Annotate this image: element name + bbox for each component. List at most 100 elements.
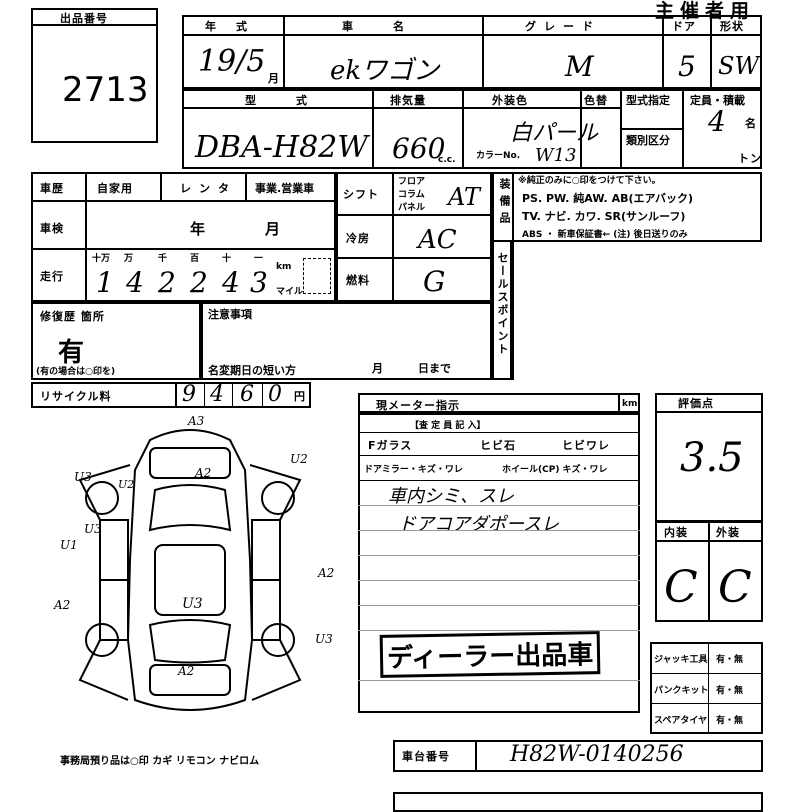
- remark-1: 車内シミ、スレ: [388, 486, 514, 507]
- inspector-box: [358, 413, 640, 713]
- recycle-unit: 円: [294, 390, 306, 403]
- notes-day: 日まで: [418, 362, 451, 375]
- shift-column: コラム: [398, 190, 425, 200]
- colorcode-label: 色替: [584, 94, 608, 107]
- row1-box: [182, 15, 762, 89]
- diagram-mark-8: U3: [182, 596, 203, 612]
- kit-value-0: 有・無: [716, 655, 744, 665]
- lot-box: [31, 8, 158, 143]
- sales-point-box: [492, 240, 512, 380]
- chassis-label: 車台番号: [402, 750, 450, 763]
- class-label: 類別区分: [626, 134, 670, 147]
- recycle-digit-2: 6: [240, 382, 254, 407]
- sales-point-label: セールスポイント: [496, 252, 509, 356]
- diagram-mark-9: A2: [54, 598, 71, 612]
- inspector-label: 【査 定 員 記 入】: [410, 421, 486, 431]
- diagram-mark-10: U3: [315, 632, 333, 646]
- mileage-digit-label-2: 千: [158, 254, 168, 264]
- kit-label-1: パンクキット: [654, 686, 709, 696]
- remark-2: ドアコアダポースレ: [398, 514, 560, 535]
- glass-b: ヒビワレ: [562, 439, 610, 452]
- model-label: 型式: [245, 94, 347, 107]
- nenshiki-label: 年式: [205, 20, 267, 33]
- dealer-stamp: ディーラー出品車: [379, 631, 601, 678]
- exterior-value: 白パール: [510, 121, 599, 146]
- history-business: 事業.営業車: [255, 182, 315, 195]
- interior-value: C: [664, 562, 698, 613]
- mileage-digit-label-1: 万: [124, 254, 134, 264]
- history-own: 自家用: [97, 182, 133, 195]
- mileage-digit-1: 4: [126, 266, 144, 299]
- equipment-label: 装備品: [498, 178, 511, 229]
- mileage-digit-5: 3: [250, 266, 268, 299]
- rename-label: 名変期日の短い方: [208, 364, 296, 377]
- meter-label: 現メーター指示: [376, 399, 460, 412]
- mileage-label: 走行: [40, 270, 64, 283]
- diagram-mark-1: A2: [195, 466, 212, 480]
- history-rental: レンタ: [180, 182, 237, 195]
- shift-label: シフト: [343, 188, 379, 201]
- capacity-unit: 名: [745, 117, 757, 130]
- recycle-digit-1: 4: [210, 382, 224, 407]
- kits-box: [650, 642, 763, 734]
- mileage-unit-mile: マイル: [276, 287, 304, 297]
- diagram-mark-2: U2: [290, 452, 308, 466]
- diagram-mark-4: U2: [118, 478, 135, 491]
- history-label: 車歴: [40, 182, 64, 195]
- diagram-mark-3: U3: [74, 470, 92, 484]
- name-label: 車名: [342, 20, 444, 33]
- nenshiki-month: 月: [268, 72, 280, 85]
- spec-label: 型式指定: [626, 94, 670, 107]
- equipment-line2: TV. ナビ. カワ. SR(サンルーフ): [522, 210, 686, 223]
- repair-box: [31, 302, 201, 380]
- chassis-value: H82W-0140256: [510, 742, 684, 767]
- repair-note: (有の場合は○印を): [36, 367, 116, 377]
- score-value: 3.5: [680, 435, 744, 481]
- mileage-digit-label-0: 十万: [92, 254, 111, 264]
- diagram-mark-0: A3: [188, 414, 205, 428]
- repair-label: 修復歴 箇所: [40, 310, 105, 323]
- diagram-mark-6: U1: [60, 538, 78, 552]
- score-label: 評価点: [678, 397, 714, 410]
- exterior-label: 外装色: [492, 94, 528, 107]
- exterior-grade-value: C: [718, 562, 752, 613]
- glass-a: ヒビ石: [480, 439, 516, 452]
- name-value: ekワゴン: [330, 56, 440, 86]
- office-items: 事務局預り品は○印 カギ リモコン ナビロム: [60, 756, 260, 767]
- fuel-label: 燃料: [346, 274, 370, 287]
- diagram-mark-7: A2: [318, 566, 335, 580]
- bottom-table: [393, 792, 763, 812]
- mileage-digit-2: 2: [158, 266, 176, 299]
- kit-label-2: スペアタイヤ: [654, 716, 708, 726]
- meter-unit: km: [622, 399, 638, 409]
- shift-floor: フロア: [398, 177, 426, 187]
- mileage-digit-label-5: 一: [254, 254, 264, 264]
- equipment-box: [492, 172, 762, 242]
- equipment-line3: ABS ・ 新車保証書← (注) 後日送りのみ: [522, 230, 688, 240]
- recycle-digit-0: 9: [182, 382, 196, 407]
- kit-value-1: 有・無: [716, 686, 744, 696]
- color-no-label: カラーNo.: [476, 151, 521, 161]
- history-box: [31, 172, 336, 302]
- chassis-box: [393, 740, 763, 772]
- recycle-label: リサイクル料: [40, 390, 112, 403]
- lot-label: 出品番号: [60, 12, 108, 25]
- shift-panel: パネル: [398, 203, 426, 213]
- meter-box: [358, 393, 640, 413]
- cooler-label: 冷房: [346, 232, 370, 245]
- recycle-box: [31, 382, 311, 408]
- door-value: 5: [678, 50, 696, 83]
- grade-label: グレード: [525, 20, 601, 33]
- kit-label-0: ジャッキ工具: [654, 655, 708, 665]
- recycle-digit-3: 0: [268, 382, 282, 407]
- equipment-line1: PS. PW. 純AW. AB(エアバック): [522, 192, 694, 205]
- mileage-digit-3: 2: [190, 266, 208, 299]
- ton-unit: トン: [738, 152, 762, 165]
- grade-value: M: [565, 50, 594, 83]
- inspection-label: 車検: [40, 222, 64, 235]
- door-label: ドア: [672, 20, 696, 33]
- exterior-grade-label: 外装: [716, 526, 740, 539]
- mileage-digit-0: 1: [96, 266, 114, 299]
- form-value: SW: [718, 52, 760, 80]
- mileage-check-box: [303, 258, 331, 294]
